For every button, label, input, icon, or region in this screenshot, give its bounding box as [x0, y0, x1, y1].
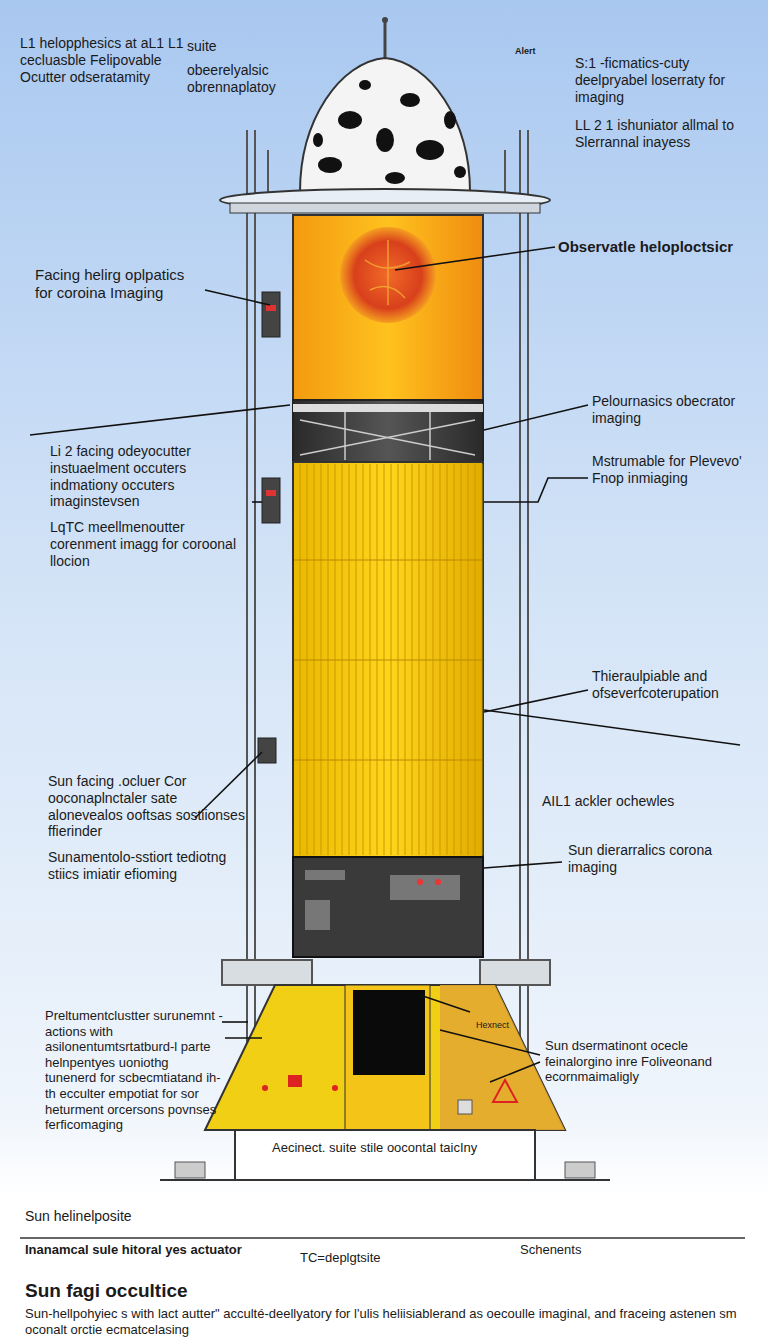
callout-text: suite [187, 38, 217, 55]
panel-tag: Hexnect [476, 1020, 509, 1031]
callout-text: obeerelyalsic obrennaplatoy [187, 62, 337, 96]
callout-text: Sun dierarralics corona imaging [568, 842, 738, 876]
footer-label: TC=deplgtsite [300, 1250, 381, 1266]
callout-text: Observatle heloploctsicr [558, 238, 733, 256]
footer-label: Inanamcal sule hitoral yes actuator [25, 1242, 242, 1258]
callout-text: AIL1 ackler ochewles [542, 793, 674, 810]
callout-text: Preltumentclustter surunemnt -actions wi… [45, 1008, 223, 1133]
callout-text: LL 2 1 ishuniator allmal to Slerrannal i… [575, 117, 760, 151]
callout-text: S:1 -ficmatics-cuty deelpryabel loserrat… [575, 55, 760, 105]
dome [300, 58, 470, 192]
callout-text: Sun facing .ocluer Cor ooconaplnctaler s… [48, 773, 248, 840]
callout-text: Sunamentolo-sstiort tediotng stiics imia… [48, 849, 243, 883]
footer-label: Sun helinelposite [25, 1208, 132, 1225]
diagram-caption: Sun-hellpohyiec s with lact autter" accu… [25, 1306, 750, 1337]
callout-text: Facing helirg oplpatics for coroina Imag… [35, 266, 205, 302]
callout-text: Mstrumable for Plevevo' Fnop inmiaging [592, 453, 752, 487]
callout-text: Li 2 facing odeyocutter instuaelment occ… [50, 443, 250, 510]
footer-label: Schenents [520, 1242, 581, 1258]
tag-text: Alert [515, 46, 536, 57]
diagram-title: Sun fagi occultice [25, 1280, 188, 1303]
callout-text: Thieraulpiable and ofseverfcoterupation [592, 668, 762, 702]
callout-text: Sun dsermatinont ocecle feinalorgino inr… [545, 1038, 755, 1085]
base-label: Aecinect. suite stile oocontal taicIny [272, 1140, 477, 1156]
callout-text: LqTC meellmenoutter corenment imagg for … [50, 519, 250, 569]
callout-text: Pelournasics obecrator imaging [592, 393, 762, 427]
leader-lines [30, 247, 740, 1082]
callout-text: L1 helopphesics at aL1 L1 cecluasble Fel… [20, 35, 185, 85]
